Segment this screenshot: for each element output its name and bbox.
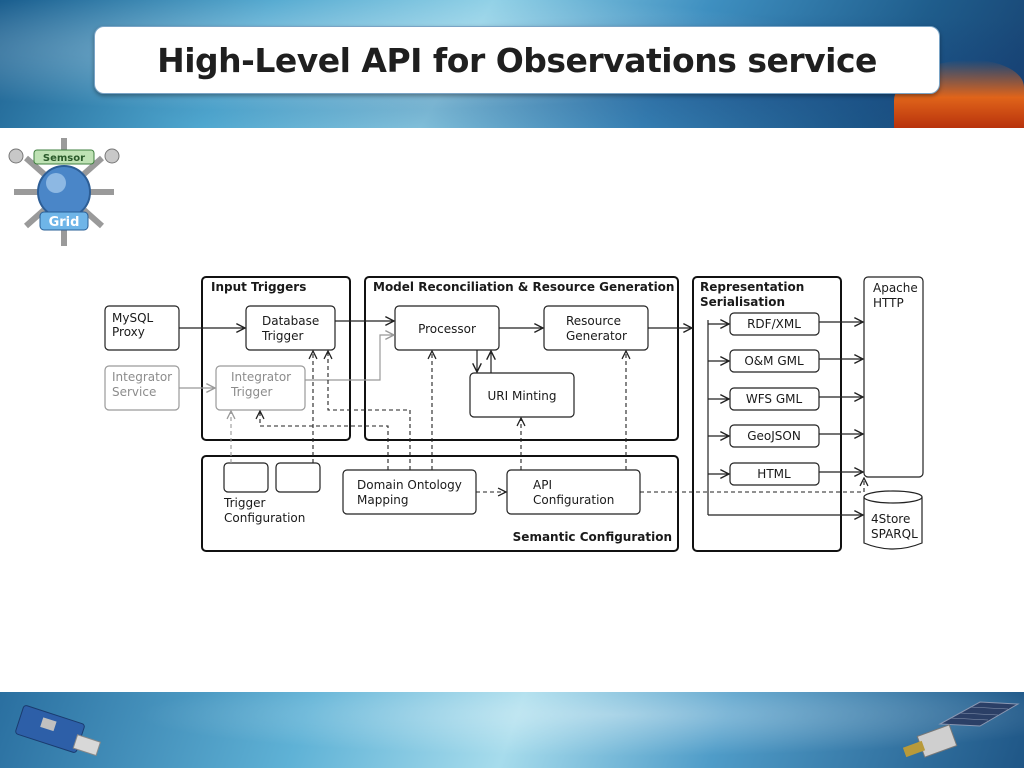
api-configuration-node <box>506 469 641 515</box>
api-configuration-label-2: Configuration <box>533 493 614 507</box>
store-sparql-label-1: 4Store <box>871 512 910 526</box>
format-label-geojson: GeoJSON <box>747 429 801 443</box>
semantic-configuration-label: Semantic Configuration <box>513 530 672 544</box>
edge-apiconfig-to-apache <box>640 478 864 493</box>
domain-ontology-label-1: Domain Ontology <box>357 478 462 492</box>
usb-sensor-device <box>15 705 102 757</box>
architecture-diagram: Input Triggers Model Reconciliation & Re… <box>104 276 924 552</box>
format-label-wfs-gml: WFS GML <box>746 392 803 406</box>
slide-title: High-Level API for Observations service <box>157 40 877 80</box>
format-label-html: HTML <box>757 467 791 481</box>
model-reconciliation-label: Model Reconciliation & Resource Generati… <box>373 280 674 294</box>
sensor-grid-logo: Semsor Grid <box>8 138 120 246</box>
trigger-configuration-label-2: Configuration <box>224 511 305 525</box>
semantic-configuration-group <box>201 455 679 552</box>
trigger-configuration-label-1: Trigger <box>223 496 265 510</box>
input-triggers-label: Input Triggers <box>211 280 306 294</box>
store-sparql-node <box>863 497 923 550</box>
integrator-service-label-2: Service <box>112 385 156 399</box>
title-box: High-Level API for Observations service <box>94 26 940 94</box>
store-sparql-top <box>863 490 923 504</box>
resource-generator-label-1: Resource <box>566 314 621 328</box>
mysql-proxy-label-1: MySQL <box>112 311 154 325</box>
apache-http-node <box>863 276 924 478</box>
integrator-trigger-label-2: Trigger <box>230 385 272 399</box>
satellite-image <box>902 701 1020 758</box>
input-triggers-group <box>201 276 351 441</box>
resource-generator-label-2: Generator <box>566 329 627 343</box>
trigger-config-box-1 <box>223 462 269 493</box>
logo-top-text: Semsor <box>43 153 85 164</box>
integrator-service-label-1: Integrator <box>112 370 172 384</box>
integrator-trigger-label-1: Integrator <box>231 370 291 384</box>
processor-label: Processor <box>418 322 476 336</box>
logo-bottom-text: Grid <box>49 215 80 230</box>
apache-http-label-2: HTTP <box>873 296 904 310</box>
representation-group <box>692 276 842 552</box>
uri-minting-node <box>469 372 575 418</box>
edge-ontology-to-dbtrigger <box>328 351 411 470</box>
database-trigger-label-2: Trigger <box>261 329 303 343</box>
database-trigger-label-1: Database <box>262 314 319 328</box>
format-label-rdf-xml: RDF/XML <box>747 317 801 331</box>
mysql-proxy-label-2: Proxy <box>112 325 145 339</box>
bottom-banner <box>0 692 1024 768</box>
edge-inttrigger-to-processor <box>305 335 394 381</box>
representation-label-1: Representation <box>700 280 804 294</box>
trigger-config-box-2 <box>275 462 321 493</box>
uri-minting-label: URI Minting <box>487 389 556 403</box>
database-trigger-node <box>245 305 336 351</box>
domain-ontology-label-2: Mapping <box>357 493 409 507</box>
representation-label-2: Serialisation <box>700 295 785 309</box>
api-configuration-label-1: API <box>533 478 552 492</box>
edge-ontology-to-inttrigger <box>260 411 389 470</box>
domain-ontology-node <box>342 469 477 515</box>
resource-generator-node <box>543 305 649 351</box>
apache-http-label-1: Apache <box>873 281 918 295</box>
store-sparql-label-2: SPARQL <box>871 527 918 541</box>
format-label-om-gml: O&M GML <box>744 354 804 368</box>
